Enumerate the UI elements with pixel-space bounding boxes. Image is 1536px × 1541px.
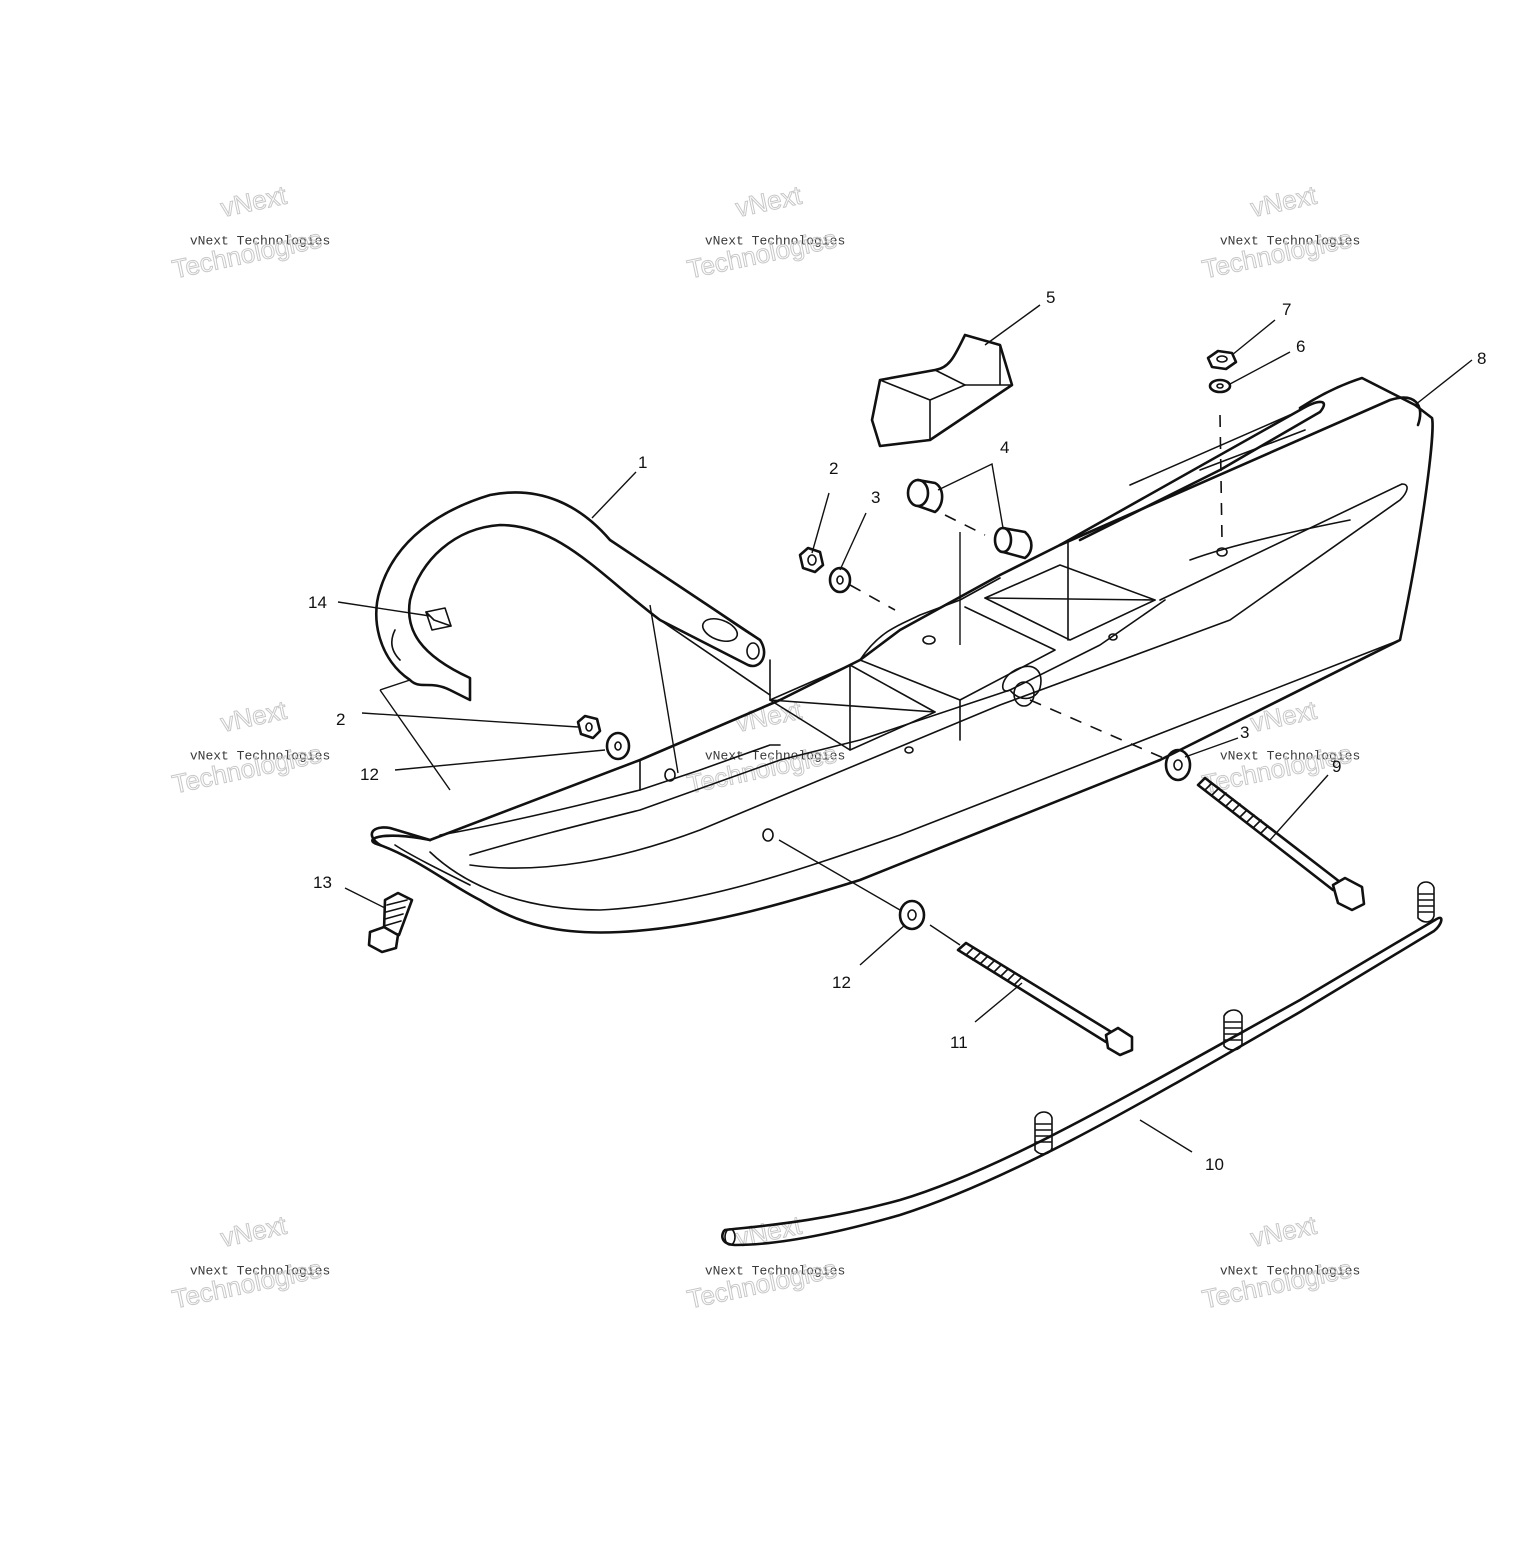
- callout-13: 13: [313, 873, 386, 909]
- svg-text:vNext Technologies: vNext Technologies: [705, 1264, 845, 1279]
- callout-6: 6: [1229, 337, 1305, 385]
- watermark-middle-left: vNext vNext Technologies Technologies: [169, 694, 330, 800]
- watermark-top-right: vNext vNext Technologies Technologies: [1199, 179, 1360, 285]
- watermark-bottom-center: vNext vNext Technologies Technologies: [684, 1209, 845, 1315]
- bolt-long-right: [1196, 776, 1366, 912]
- svg-text:4: 4: [1000, 438, 1009, 457]
- watermark-middle-right: vNext vNext Technologies Technologies: [1199, 694, 1360, 800]
- washer-right: [1164, 748, 1192, 782]
- svg-text:vNext: vNext: [218, 180, 290, 223]
- callout-8: 8: [1414, 349, 1486, 406]
- watermark-top-left: vNext vNext Technologies Technologies: [169, 179, 330, 285]
- wear-pad: [870, 333, 1014, 448]
- bushing-lower: [993, 526, 1033, 560]
- svg-text:12: 12: [360, 765, 379, 784]
- svg-text:7: 7: [1282, 300, 1291, 319]
- washer-top: [1208, 378, 1232, 394]
- svg-text:vNext Technologies: vNext Technologies: [705, 234, 845, 249]
- callout-2-upper: 2: [811, 459, 838, 554]
- svg-text:6: 6: [1296, 337, 1305, 356]
- watermark-bottom-left: vNext vNext Technologies Technologies: [169, 1209, 330, 1315]
- svg-text:1: 1: [638, 453, 647, 472]
- bushing-upper: [906, 478, 944, 514]
- svg-text:vNext: vNext: [1248, 695, 1320, 738]
- handle-plug: [425, 607, 452, 631]
- callout-3-upper: 3: [839, 488, 880, 571]
- svg-text:5: 5: [1046, 288, 1055, 307]
- svg-text:2: 2: [829, 459, 838, 478]
- svg-text:3: 3: [1240, 723, 1249, 742]
- svg-text:12: 12: [832, 973, 851, 992]
- svg-text:11: 11: [950, 1033, 968, 1052]
- washer-bolt-lower: [898, 899, 926, 931]
- callout-7: 7: [1231, 300, 1291, 356]
- svg-text:2: 2: [336, 710, 345, 729]
- callout-3-lower: 3: [1184, 723, 1249, 758]
- callout-4: 4: [937, 438, 1009, 529]
- svg-text:vNext Technologies: vNext Technologies: [1220, 749, 1360, 764]
- svg-text:3: 3: [871, 488, 880, 507]
- svg-text:vNext: vNext: [1248, 180, 1320, 223]
- washer-upper: [828, 566, 852, 594]
- nut-upper: [798, 546, 825, 574]
- svg-text:vNext: vNext: [218, 1210, 290, 1253]
- svg-text:vNext Technologies: vNext Technologies: [1220, 1264, 1360, 1279]
- svg-text:vNext: vNext: [733, 1210, 805, 1253]
- washer-lower: [605, 731, 631, 761]
- callout-10: 10: [1139, 1119, 1224, 1174]
- svg-text:9: 9: [1332, 757, 1341, 776]
- svg-text:vNext Technologies: vNext Technologies: [190, 234, 330, 249]
- svg-text:vNext Technologies: vNext Technologies: [190, 1264, 330, 1279]
- nut-lower: [576, 714, 602, 740]
- svg-text:vNext: vNext: [218, 695, 290, 738]
- bolt-short: [367, 891, 414, 954]
- watermark-top-center: vNext vNext Technologies Technologies: [684, 179, 845, 285]
- bolt-long-lower: [956, 941, 1134, 1057]
- svg-text:13: 13: [313, 873, 332, 892]
- ski-handle: [374, 491, 771, 702]
- callout-5: 5: [984, 288, 1055, 346]
- svg-text:10: 10: [1205, 1155, 1224, 1174]
- wear-bar: [721, 881, 1443, 1247]
- watermark-bottom-right: vNext vNext Technologies Technologies: [1199, 1209, 1360, 1315]
- svg-text:14: 14: [308, 593, 327, 612]
- nut-top: [1206, 349, 1238, 371]
- callout-2-lower: 2: [336, 710, 579, 729]
- svg-text:vNext: vNext: [733, 180, 805, 223]
- svg-text:vNext Technologies: vNext Technologies: [1220, 234, 1360, 249]
- ski-body: [370, 376, 1434, 934]
- callout-1: 1: [591, 453, 647, 519]
- assembly-lines: [379, 414, 1223, 946]
- callout-9: 9: [1269, 757, 1341, 841]
- svg-text:vNext Technologies: vNext Technologies: [190, 749, 330, 764]
- callout-12-lower: 12: [832, 924, 906, 992]
- callout-14: 14: [308, 593, 431, 617]
- callout-11: 11: [950, 982, 1023, 1052]
- svg-text:vNext: vNext: [1248, 1210, 1320, 1253]
- svg-text:8: 8: [1477, 349, 1486, 368]
- callout-12-upper: 12: [360, 749, 606, 784]
